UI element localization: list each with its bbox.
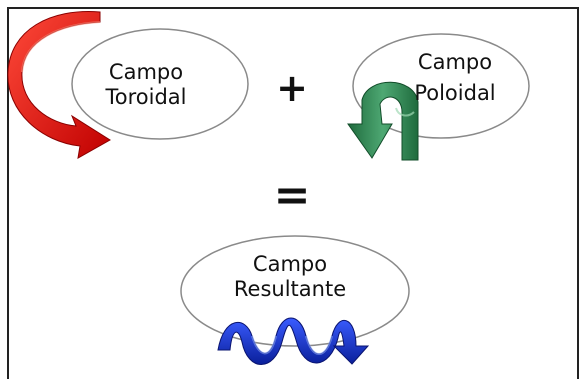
toroidal-label-line1: Campo xyxy=(108,60,184,84)
resultante-label-line1: Campo xyxy=(252,252,328,276)
poloidal-arrow-icon xyxy=(347,81,419,161)
poloidal-label: Campo Poloidal xyxy=(400,50,510,106)
equals-operator: = xyxy=(273,170,311,221)
toroidal-arrow-icon xyxy=(7,11,111,159)
poloidal-label-line1: Campo xyxy=(417,50,493,74)
resultante-label-line2: Resultante xyxy=(233,277,347,301)
resultante-helix-icon xyxy=(217,317,370,365)
toroidal-label-line2: Toroidal xyxy=(105,85,187,109)
poloidal-label-line2: Poloidal xyxy=(414,81,496,105)
diagram-frame xyxy=(7,7,579,379)
plus-operator: + xyxy=(276,66,308,110)
resultante-label: Campo Resultante xyxy=(215,252,365,302)
toroidal-ellipse xyxy=(71,28,249,140)
resultante-ellipse xyxy=(180,235,410,347)
toroidal-label: Campo Toroidal xyxy=(78,60,214,110)
